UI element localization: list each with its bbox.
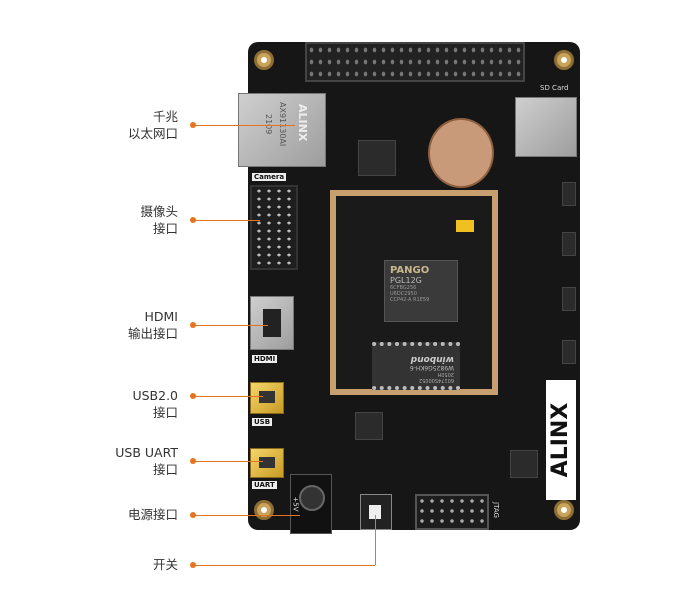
jumper bbox=[456, 220, 474, 232]
core-module: PANGO PGL12G 6CFBG256 U6DC2950 CCP42-A R… bbox=[330, 190, 498, 395]
user-button bbox=[562, 287, 576, 311]
jtag-silk-label: JTAG bbox=[491, 502, 500, 518]
callout-line bbox=[193, 565, 375, 566]
expansion-header bbox=[305, 42, 525, 82]
jtag-connector bbox=[415, 494, 489, 530]
sdram-chip: 60174S00052 2050H W9825G6KH-6 winbond bbox=[372, 342, 460, 390]
mounting-hole bbox=[554, 500, 574, 520]
callout-line bbox=[193, 125, 295, 126]
power-switch bbox=[360, 494, 392, 530]
hdmi-port bbox=[250, 296, 294, 350]
callout-line bbox=[193, 220, 260, 221]
camera-label: 摄像头接口 bbox=[140, 204, 178, 236]
mounting-hole bbox=[254, 500, 274, 520]
user-button bbox=[562, 340, 576, 364]
alinx-logo: ALINX bbox=[546, 380, 576, 500]
fpga-model: PGL12G bbox=[390, 276, 422, 285]
usb-chip bbox=[355, 412, 383, 440]
power-silk-label: +5V bbox=[291, 496, 300, 512]
fpga-package: 6CFBG256 bbox=[390, 285, 417, 291]
power-label: 电源接口 bbox=[127, 507, 178, 522]
fpga-lot: U6DC2950 bbox=[390, 291, 417, 297]
sdram-date: 2050H bbox=[437, 371, 454, 377]
usb-silk-label: USB bbox=[252, 418, 273, 426]
power-jack bbox=[290, 474, 332, 534]
camera-connector bbox=[250, 185, 298, 270]
alinx-logo-text: ALINX bbox=[546, 380, 576, 500]
regulator-chip bbox=[510, 450, 538, 478]
callout-line bbox=[193, 461, 263, 462]
sd-silk-label: SD Card bbox=[540, 84, 569, 92]
mounting-hole bbox=[554, 50, 574, 70]
callout-line bbox=[193, 396, 263, 397]
user-button bbox=[562, 232, 576, 256]
fpga-code: CCP42-A R1E59 bbox=[390, 297, 430, 303]
rj45-ethernet-port: ALINX AX91130AI 2109 bbox=[238, 93, 326, 167]
usb-port bbox=[250, 382, 284, 414]
callout-line bbox=[375, 515, 376, 565]
sdram-brand: winbond bbox=[410, 354, 454, 364]
camera-silk-label: Camera bbox=[252, 173, 287, 181]
switch-label: 开关 bbox=[152, 557, 178, 572]
ethernet-label: 千兆以太网口 bbox=[127, 109, 178, 141]
fpga-brand: PANGO bbox=[390, 265, 430, 276]
callout-line bbox=[193, 515, 300, 516]
callout-line bbox=[193, 325, 268, 326]
uart-silk-label: UART bbox=[252, 481, 277, 489]
fpga-chip: PANGO PGL12G 6CFBG256 U6DC2950 CCP42-A R… bbox=[384, 260, 458, 322]
hdmi-silk-label: HDMI bbox=[252, 355, 278, 363]
ethernet-phy-chip bbox=[358, 140, 396, 176]
mounting-hole bbox=[254, 50, 274, 70]
user-button bbox=[562, 182, 576, 206]
sdram-model: W9825G6KH-6 bbox=[409, 364, 454, 371]
rj45-brand: ALINX bbox=[296, 104, 309, 142]
sdram-lot: 60174S00052 bbox=[419, 377, 454, 383]
rtc-battery-holder bbox=[428, 118, 494, 188]
usb-uart-port bbox=[250, 448, 284, 478]
sd-card-slot bbox=[515, 97, 577, 157]
